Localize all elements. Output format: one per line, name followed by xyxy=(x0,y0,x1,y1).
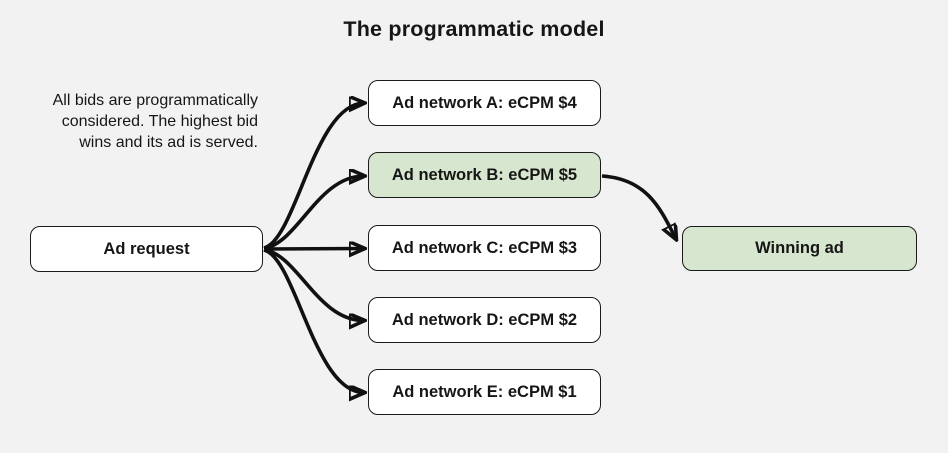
ad-request-label: Ad request xyxy=(103,239,190,258)
ad-network-e-label: Ad network E: eCPM $1 xyxy=(392,382,577,401)
winning-ad-node: Winning ad xyxy=(682,226,917,271)
diagram-title: The programmatic model xyxy=(343,17,605,41)
arrow-request-to-network-c xyxy=(263,249,364,250)
arrow-request-to-network-b xyxy=(263,176,364,251)
ad-network-b-label: Ad network B: eCPM $5 xyxy=(391,165,578,184)
ad-request-node: Ad request xyxy=(30,226,263,272)
ad-network-d-node: Ad network D: eCPM $2 xyxy=(368,297,601,343)
ad-network-b-node: Ad network B: eCPM $5 xyxy=(368,152,601,198)
diagram-description: All bids are programmatically considered… xyxy=(52,92,258,151)
ad-network-a-node: Ad network A: eCPM $4 xyxy=(368,80,601,126)
winning-ad-label: Winning ad xyxy=(755,239,844,257)
ad-network-c-label: Ad network C: eCPM $3 xyxy=(391,238,578,257)
ad-network-a-label: Ad network A: eCPM $4 xyxy=(392,93,577,112)
arrow-request-to-network-d xyxy=(263,247,364,321)
ad-network-c-node: Ad network C: eCPM $3 xyxy=(368,225,601,271)
arrow-request-to-network-a xyxy=(263,103,364,250)
arrow-network-b-to-winning-ad xyxy=(601,174,676,239)
ad-network-d-label: Ad network D: eCPM $2 xyxy=(391,310,578,329)
arrow-request-to-network-e xyxy=(263,248,364,393)
ad-network-e-node: Ad network E: eCPM $1 xyxy=(368,369,601,415)
